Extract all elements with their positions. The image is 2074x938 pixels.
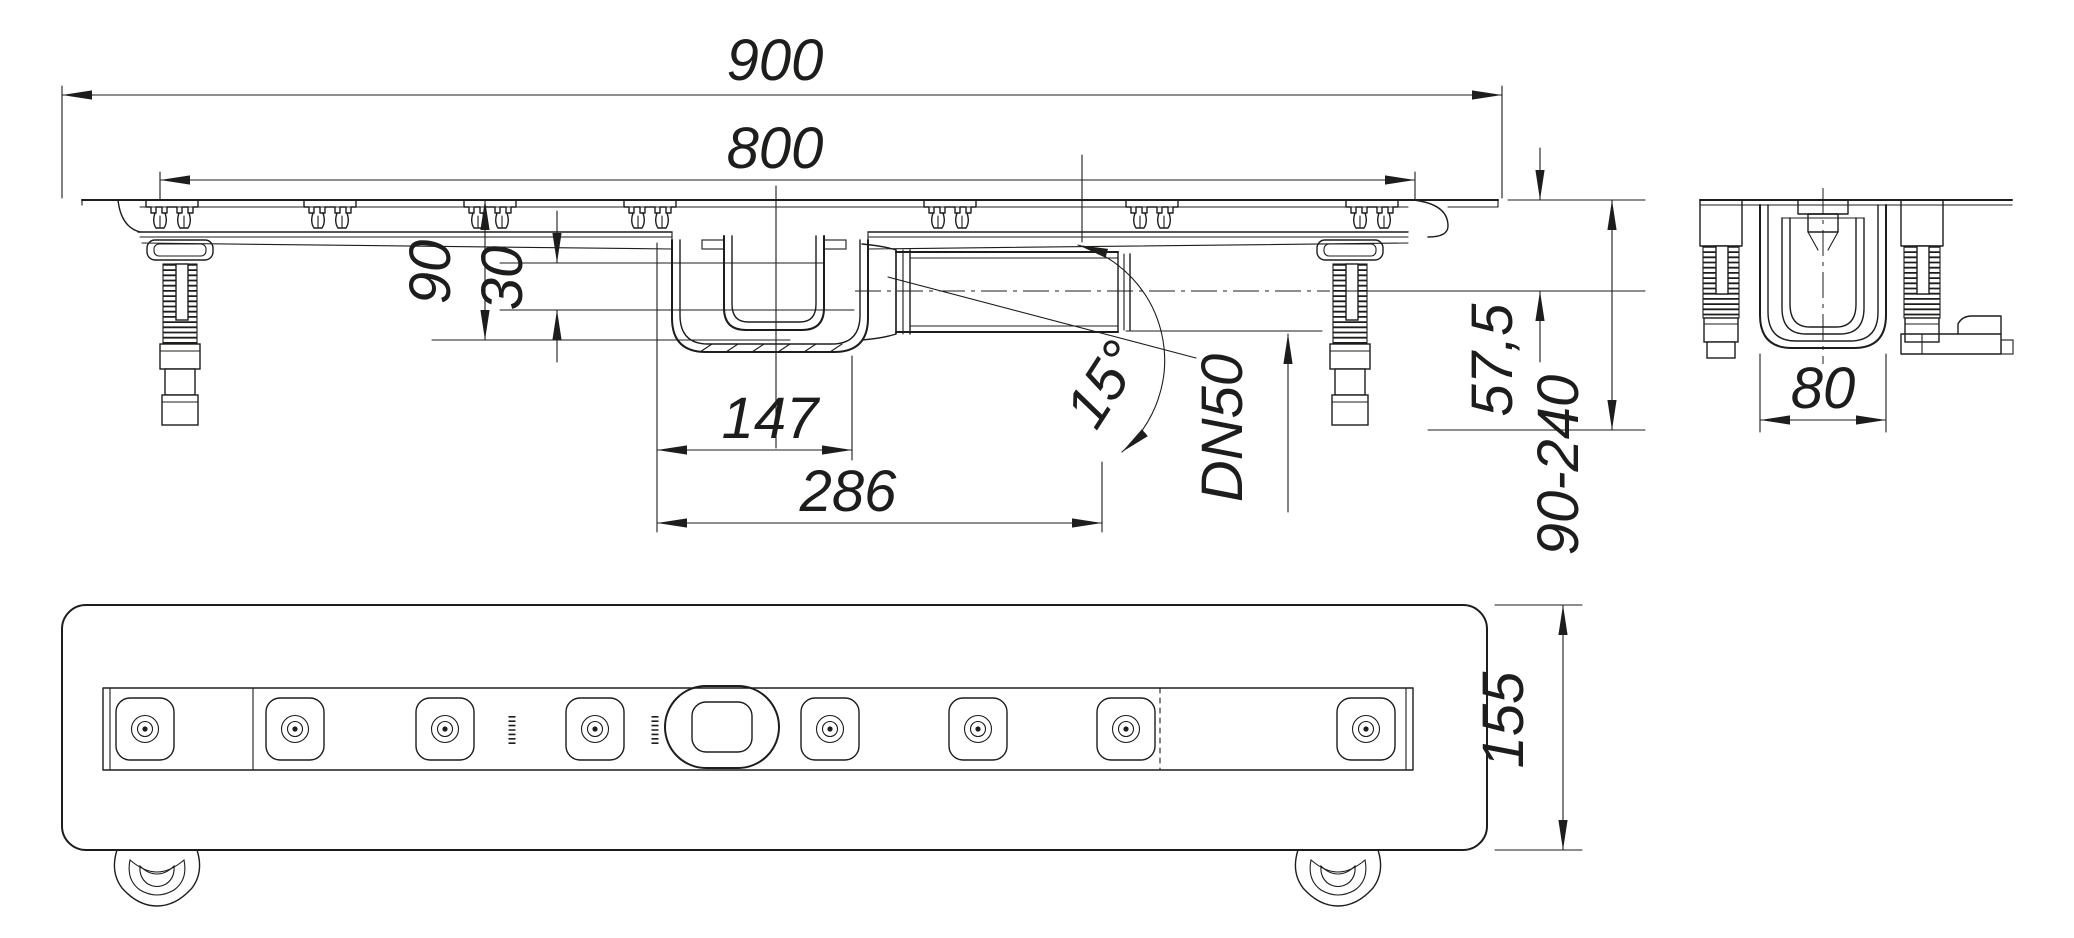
dim-30: 30 bbox=[470, 210, 855, 363]
dim-label-angle: 15° bbox=[1053, 330, 1155, 439]
dim-label-dn50: DN50 bbox=[1190, 354, 1255, 502]
dim-147: 147 bbox=[656, 242, 853, 533]
dim-155: 155 bbox=[1471, 604, 1583, 851]
dim-label-147: 147 bbox=[722, 386, 822, 451]
side-section-view: 900 800 90 30 147 bbox=[61, 28, 1646, 556]
dim-90-240: 90-240 bbox=[1427, 199, 1646, 556]
dim-label-155: 155 bbox=[1471, 671, 1536, 769]
end-view-channel-section bbox=[1759, 188, 1887, 364]
channel-tray bbox=[137, 231, 1409, 250]
outlet-bell bbox=[861, 243, 911, 341]
channel-base-plate bbox=[61, 604, 1488, 851]
swivel-ref-lines bbox=[887, 154, 1197, 453]
bottom-view: 155 bbox=[61, 604, 1583, 907]
dim-dn50: DN50 bbox=[1125, 330, 1323, 513]
leveling-foot-left bbox=[147, 240, 213, 425]
dim-800: 800 bbox=[159, 116, 1416, 201]
end-view-wall-bracket bbox=[1900, 315, 2014, 355]
support-foot-right bbox=[1294, 849, 1382, 907]
grate-clips bbox=[145, 200, 1399, 229]
dim-80: 80 bbox=[1759, 353, 1887, 433]
trap-insert bbox=[701, 235, 847, 331]
end-view-flange bbox=[1699, 199, 2013, 206]
dim-900: 900 bbox=[61, 28, 1503, 199]
dim-label-90: 90 bbox=[398, 240, 463, 305]
leveling-foot-right bbox=[1317, 240, 1383, 425]
dim-label-80: 80 bbox=[1791, 356, 1856, 421]
dim-label-57-5: 57,5 bbox=[1460, 303, 1525, 417]
dim-90: 90 bbox=[398, 199, 791, 341]
dim-label-800: 800 bbox=[727, 116, 824, 181]
drain-trap bbox=[671, 185, 869, 449]
mounting-pads bbox=[115, 697, 1396, 761]
bottom-body-strip bbox=[102, 687, 1414, 771]
outlet-pipe bbox=[855, 251, 1330, 333]
end-section-view: 80 bbox=[1699, 188, 2014, 433]
end-view-foot-right bbox=[1900, 200, 2014, 355]
dim-label-90-240: 90-240 bbox=[1526, 375, 1591, 556]
trap-hatching bbox=[699, 343, 843, 353]
dim-286: 286 bbox=[656, 459, 1103, 533]
dim-label-286: 286 bbox=[799, 459, 898, 524]
end-view-foot-left bbox=[1700, 200, 1742, 358]
dim-label-900: 900 bbox=[727, 28, 824, 93]
dim-label-30: 30 bbox=[470, 246, 535, 311]
support-foot-left bbox=[113, 849, 201, 907]
drain-outlet-oval bbox=[664, 685, 780, 769]
dim-57-5: 57,5 bbox=[1335, 147, 1646, 417]
